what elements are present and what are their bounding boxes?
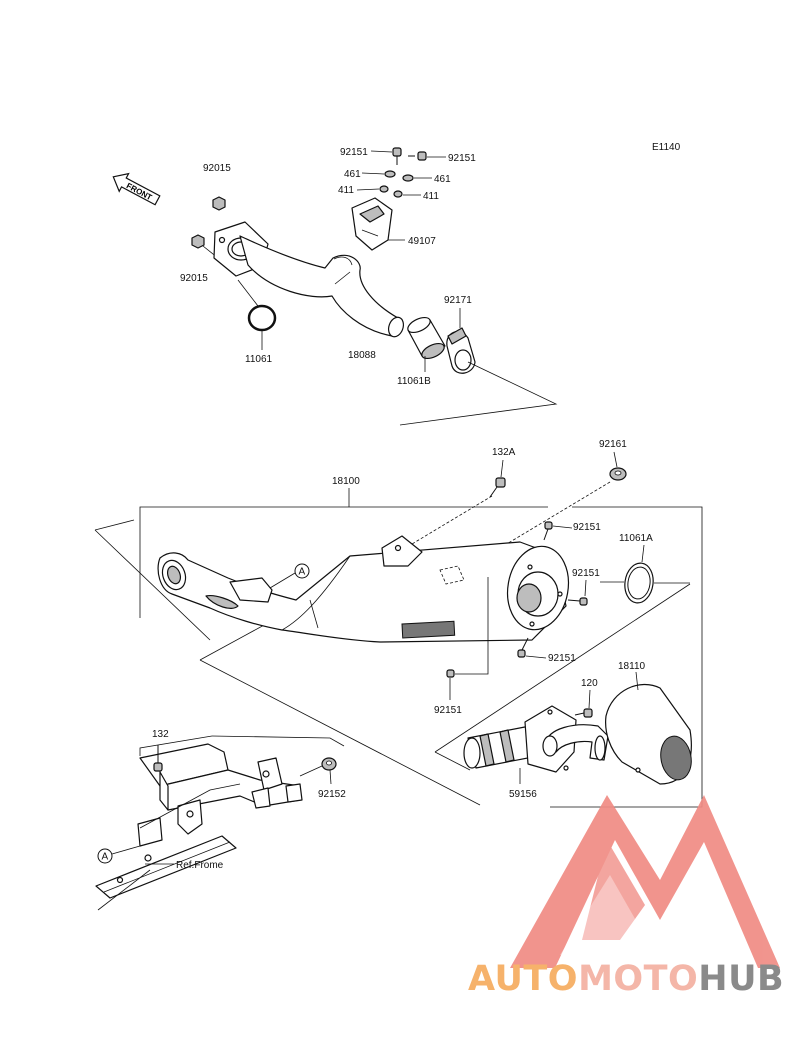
gasket-11061	[247, 304, 277, 332]
label-92151: 92151	[548, 653, 576, 664]
muffler-18100	[157, 535, 570, 643]
gasket-11061b	[407, 316, 446, 360]
heat-guard-49107	[351, 197, 393, 251]
logo-part-moto: MOTO	[578, 959, 699, 999]
label-92151: 92151	[434, 705, 462, 716]
label-92151: 92151	[340, 147, 368, 158]
label-461: 461	[434, 174, 451, 185]
washer-461-right	[402, 174, 414, 182]
label-92151: 92151	[448, 153, 476, 164]
collar-411-left	[379, 185, 389, 193]
bolt-92151-left	[446, 669, 455, 678]
spark-arrester-59156	[463, 705, 609, 773]
bolt-92151-lower	[517, 637, 529, 658]
label-59156: 59156	[509, 789, 537, 800]
front-arrow-icon: FRONT	[112, 172, 161, 206]
label-461: 461	[344, 169, 361, 180]
label-92151: 92151	[573, 522, 601, 533]
label-92015: 92015	[203, 163, 231, 174]
bolt-132a	[489, 477, 506, 498]
nut-92015-top	[212, 196, 226, 211]
bolt-92151-top	[543, 521, 553, 541]
label-18110: 18110	[618, 661, 646, 672]
bolt-132	[153, 745, 163, 772]
damper-92161	[609, 467, 627, 481]
label-132a: 132A	[492, 447, 516, 458]
label-92151: 92151	[572, 568, 600, 579]
collar-411-right	[393, 190, 403, 198]
label-ref-frame: Ref.Frome	[176, 860, 224, 871]
label-18100: 18100	[332, 476, 360, 487]
label-411: 411	[423, 191, 439, 202]
label-92015: 92015	[180, 273, 208, 284]
gasket-11061a	[624, 562, 654, 604]
label-11061: 11061	[245, 354, 273, 365]
label-11061a: 11061A	[619, 533, 653, 544]
damper-92152	[321, 757, 337, 771]
label-92152: 92152	[318, 789, 346, 800]
svg-text:A: A	[102, 852, 109, 863]
label-18088: 18088	[348, 350, 376, 361]
ref-marker-a-muffler: A	[294, 563, 310, 579]
frame-bracket	[95, 743, 303, 899]
bolt-92151-left	[392, 147, 402, 165]
svg-text:A: A	[299, 567, 306, 578]
diagram-code: E1140	[652, 142, 681, 153]
ref-marker-a-frame: A	[97, 848, 113, 864]
bolt-92151-right	[408, 151, 427, 161]
label-132: 132	[152, 729, 169, 740]
header-pipe-18088	[239, 235, 405, 338]
bolt-92151-right	[567, 597, 588, 606]
logo-part-hub: HUB	[698, 959, 785, 999]
end-cap-18110	[605, 683, 692, 785]
label-92161: 92161	[599, 439, 627, 450]
label-92171: 92171	[444, 295, 472, 306]
logo-part-auto: AUTO	[468, 959, 579, 999]
label-49107: 49107	[408, 236, 436, 247]
washer-461-left	[384, 170, 396, 178]
label-411: 411	[338, 185, 354, 196]
nut-92015-bottom	[191, 234, 205, 249]
clamp-92171	[446, 327, 476, 374]
watermark-logo: AUTOMOTOHUB	[468, 962, 784, 997]
bolt-120	[574, 708, 593, 718]
watermark-triangle-icon	[510, 795, 780, 968]
label-120: 120	[581, 678, 598, 689]
label-11061b: 11061B	[397, 376, 431, 387]
